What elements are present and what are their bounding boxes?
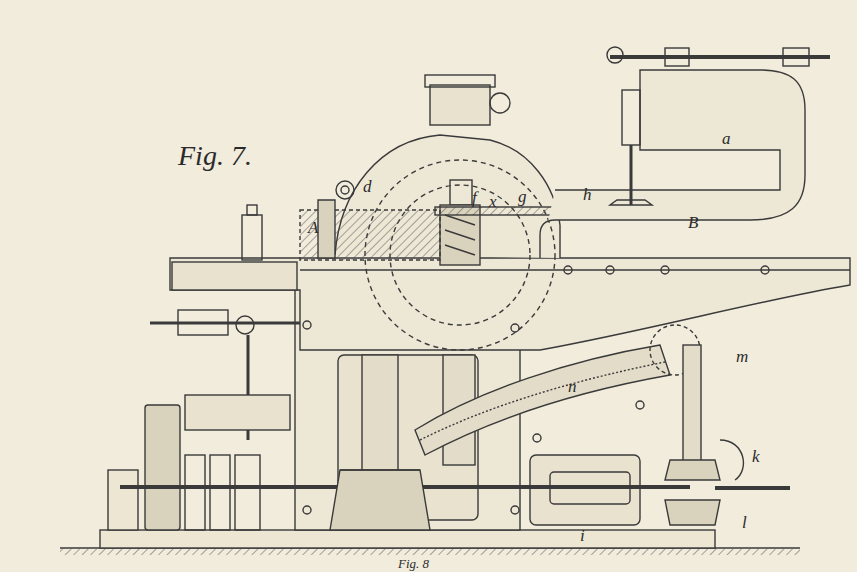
part-label: g bbox=[518, 188, 527, 205]
part-label: B bbox=[688, 214, 698, 231]
part-label: h bbox=[583, 186, 592, 203]
part-label: k bbox=[752, 448, 760, 465]
part-label: n bbox=[568, 378, 577, 395]
part-label: f bbox=[472, 189, 477, 206]
part-label: i bbox=[580, 527, 585, 544]
part-label: l bbox=[742, 514, 747, 531]
part-label: a bbox=[722, 130, 731, 147]
part-label: x bbox=[489, 193, 497, 210]
figure-title: Fig. 7. bbox=[178, 142, 252, 170]
part-label: Fig. 8 bbox=[398, 557, 429, 570]
part-label: A bbox=[308, 219, 318, 236]
part-label: m bbox=[736, 348, 748, 365]
part-label: d bbox=[363, 178, 372, 195]
